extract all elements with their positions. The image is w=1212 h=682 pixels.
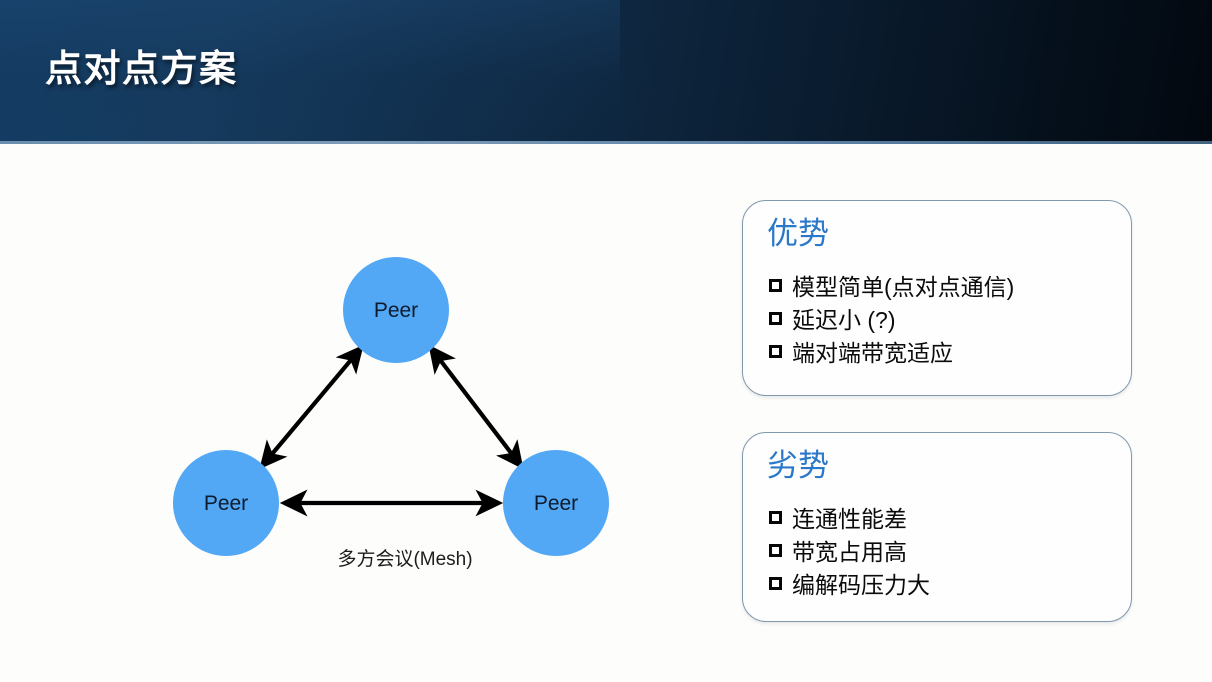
peer-circle-top [343,257,449,363]
peer-node-left[interactable]: Peer [173,450,279,556]
list-item-label: 连通性能差 [792,506,907,532]
header-divider [0,141,1212,144]
list-item-label: 编解码压力大 [792,572,930,598]
advantages-list: 模型简单(点对点通信) 延迟小 (?) 端对端带宽适应 [769,271,1119,370]
hollow-square-bullet-icon [769,345,782,358]
advantages-card: 优势 模型简单(点对点通信) 延迟小 (?) 端对端带宽适应 [742,200,1132,396]
diagram-caption: 多方会议(Mesh) [337,548,472,570]
page-title: 点对点方案 [45,48,238,89]
peer-node-top[interactable]: Peer [343,257,449,363]
peer-node-right[interactable]: Peer [503,450,609,556]
list-item-label: 带宽占用高 [792,539,907,565]
link-top-left [259,344,364,470]
hollow-square-bullet-icon [769,312,782,325]
link-top-right [428,344,524,470]
hollow-square-bullet-icon [769,544,782,557]
peer-circle-left [173,450,279,556]
disadvantages-list: 连通性能差 带宽占用高 编解码压力大 [769,503,1119,602]
list-item: 延迟小 (?) [769,304,1119,337]
list-item: 连通性能差 [769,503,1119,536]
list-item: 带宽占用高 [769,536,1119,569]
disadvantages-card: 劣势 连通性能差 带宽占用高 编解码压力大 [742,432,1132,622]
list-item-label: 延迟小 (?) [792,307,896,333]
hollow-square-bullet-icon [769,577,782,590]
peer-label-left: Peer [204,492,248,515]
list-item-label: 端对端带宽适应 [792,340,953,366]
peer-circle-right [503,450,609,556]
slide-header: 点对点方案 [0,0,1212,141]
peer-label-right: Peer [534,492,578,515]
list-item: 模型简单(点对点通信) [769,271,1119,304]
hollow-square-bullet-icon [769,279,782,292]
hollow-square-bullet-icon [769,511,782,524]
peer-label-top: Peer [374,299,418,322]
list-item: 端对端带宽适应 [769,337,1119,370]
mesh-diagram: Peer Peer Peer 多方会议(Mesh) [150,230,670,590]
list-item: 编解码压力大 [769,569,1119,602]
disadvantages-card-title: 劣势 [767,448,829,483]
list-item-label: 模型简单(点对点通信) [792,274,1015,300]
advantages-card-title: 优势 [767,216,829,251]
